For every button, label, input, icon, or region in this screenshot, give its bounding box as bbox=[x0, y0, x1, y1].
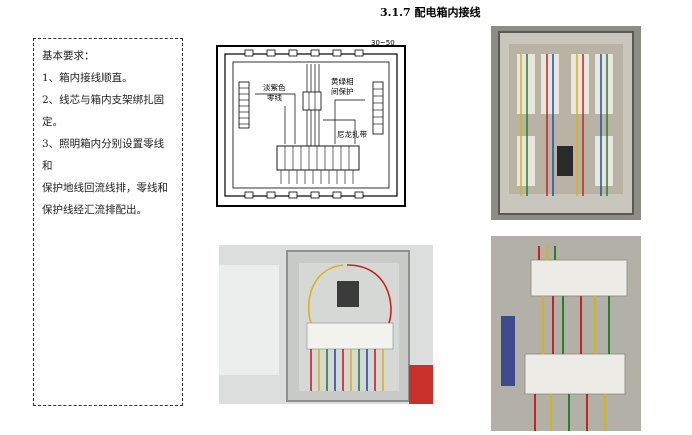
photo-distribution-box-3 bbox=[491, 236, 641, 431]
photo-distribution-box-1 bbox=[491, 26, 641, 220]
requirement-line: 2、线芯与箱内支架绑扎固 bbox=[42, 94, 165, 106]
requirement-line: 3、照明箱内分别设置零线和 bbox=[42, 138, 165, 172]
requirement-line: 保护线经汇流排配出。 bbox=[42, 204, 147, 216]
dimension-label: 30~50 bbox=[371, 39, 395, 47]
wiring-diagram: 30~50 淡紫色 零线 黄绿相 间保护 尼龙扎带 bbox=[215, 34, 415, 210]
label-tie: 尼龙扎带 bbox=[337, 129, 367, 139]
requirement-line: 定。 bbox=[42, 116, 63, 128]
label-pe-2: 间保护 bbox=[331, 86, 354, 96]
wiring-diagram-svg: 30~50 淡紫色 零线 黄绿相 间保护 尼龙扎带 bbox=[216, 39, 406, 207]
label-pe-1: 黄绿相 bbox=[331, 76, 354, 86]
requirements-box: 基本要求： 1、箱内接线顺直。 2、线芯与箱内支架绑扎固 定。 3、照明箱内分别… bbox=[33, 38, 183, 406]
requirement-line: 1、箱内接线顺直。 bbox=[42, 72, 133, 84]
section-title: 3.1.7 配电箱内接线 bbox=[380, 6, 481, 19]
requirements-heading: 基本要求： bbox=[42, 50, 95, 62]
requirement-line: 保护地线回流线排，零线和 bbox=[42, 182, 168, 194]
label-neutral-2: 零线 bbox=[267, 92, 282, 102]
photo-distribution-box-2 bbox=[219, 245, 433, 404]
label-neutral-1: 淡紫色 bbox=[263, 82, 286, 92]
